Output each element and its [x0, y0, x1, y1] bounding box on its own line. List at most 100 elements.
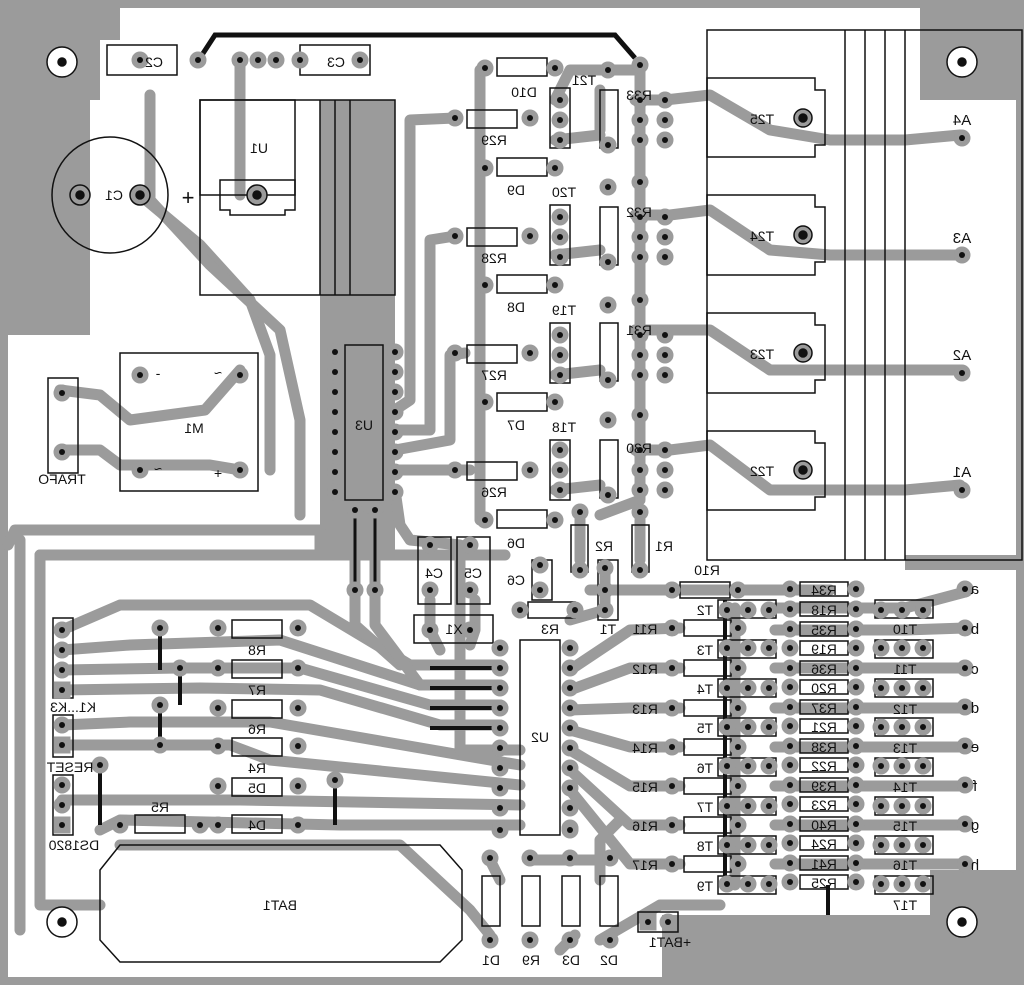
pad-hole	[605, 492, 611, 498]
label-r28: R28	[481, 250, 507, 266]
pad-hole	[602, 607, 608, 613]
label-r14: R14	[632, 740, 658, 756]
pad-hole	[745, 803, 751, 809]
pad-hole	[899, 645, 905, 651]
label-t9: T9	[697, 878, 714, 894]
pad-hole	[735, 861, 741, 867]
pad-hole	[637, 372, 643, 378]
pad-hole	[962, 743, 968, 749]
pad-hole	[724, 842, 730, 848]
pad-hole	[637, 509, 643, 515]
pad-hole	[645, 919, 651, 925]
pad-hole	[527, 115, 533, 121]
pad-hole	[787, 665, 793, 671]
pad-hole	[878, 803, 884, 809]
pad-hole	[605, 184, 611, 190]
label-r24: R24	[811, 836, 837, 852]
label-output-f: f	[972, 778, 977, 795]
pad-hole	[745, 607, 751, 613]
pad-hole	[920, 842, 926, 848]
pad-hole	[669, 665, 675, 671]
pad-hole	[567, 937, 573, 943]
pad-hole	[899, 881, 905, 887]
label-t14: T14	[893, 779, 917, 795]
pad-hole	[669, 783, 675, 789]
pad-hole	[787, 821, 793, 827]
pad-hole	[637, 179, 643, 185]
pad-hole	[662, 117, 668, 123]
pad-hole	[637, 234, 643, 240]
pad-hole	[662, 447, 668, 453]
pad-hole	[552, 282, 558, 288]
label-c3: C3	[327, 54, 345, 70]
label-r16: R16	[632, 818, 658, 834]
pad-hole	[920, 724, 926, 730]
pad-hole	[662, 372, 668, 378]
pad-hole	[392, 409, 398, 415]
pad-hole	[552, 399, 558, 405]
pad-hole	[452, 115, 458, 121]
label-r7: R7	[248, 682, 266, 698]
pad-hole	[853, 860, 859, 866]
pad-hole	[602, 565, 608, 571]
pads	[53, 51, 974, 949]
pad-hole	[452, 233, 458, 239]
pad-hole	[552, 65, 558, 71]
label-output-b: b	[971, 621, 979, 638]
pad-hole	[567, 705, 573, 711]
pad-hole	[332, 409, 338, 415]
pad-hole	[59, 667, 65, 673]
pad-hole	[527, 350, 533, 356]
label-u1: U1	[250, 140, 268, 156]
label-t3: T3	[697, 642, 714, 658]
pad-hole	[787, 684, 793, 690]
pad-hole	[665, 919, 671, 925]
pad-hole	[482, 399, 488, 405]
pad-hole	[332, 777, 338, 783]
label-t4: T4	[697, 681, 714, 697]
pad-hole	[567, 745, 573, 751]
pad-hole	[497, 685, 503, 691]
label-r18: R18	[811, 602, 837, 618]
pad-hole	[787, 860, 793, 866]
label-t1: T1	[600, 621, 617, 637]
pad-hole	[295, 705, 301, 711]
pad-hole	[920, 763, 926, 769]
pad-hole	[637, 62, 643, 68]
label-a1: A1	[953, 464, 971, 481]
label-c1: C1	[105, 187, 123, 203]
u3-outline	[344, 344, 384, 501]
pad-hole	[920, 607, 926, 613]
pad-hole	[497, 645, 503, 651]
pad-hole	[735, 783, 741, 789]
label-t5: T5	[697, 720, 714, 736]
pad-hole	[482, 165, 488, 171]
pad-hole	[557, 372, 563, 378]
label-r13: R13	[632, 701, 658, 717]
pad-hole	[959, 135, 965, 141]
label-r19: R19	[811, 641, 837, 657]
label-r15: R15	[632, 779, 658, 795]
label-t8: T8	[697, 838, 714, 854]
pad-hole	[527, 233, 533, 239]
jumper-top	[197, 32, 637, 60]
label-r39: R39	[811, 778, 837, 794]
pad-hole	[735, 822, 741, 828]
pad-hole	[787, 626, 793, 632]
pad-hole	[662, 487, 668, 493]
pad-hole	[735, 705, 741, 711]
pad-hole	[766, 685, 772, 691]
pad-hole	[297, 57, 303, 63]
label-r1: R1	[655, 538, 673, 554]
pad-hole	[392, 389, 398, 395]
pad-hole	[497, 665, 503, 671]
label-r32: R32	[626, 204, 652, 220]
pad-hole	[427, 542, 433, 548]
pad-hole	[467, 587, 473, 593]
pad-hole	[527, 467, 533, 473]
label-a2: A2	[953, 347, 971, 364]
pad-hole	[669, 705, 675, 711]
label-t22: T22	[750, 463, 774, 479]
pad-hole	[59, 802, 65, 808]
pad-hole	[662, 254, 668, 260]
